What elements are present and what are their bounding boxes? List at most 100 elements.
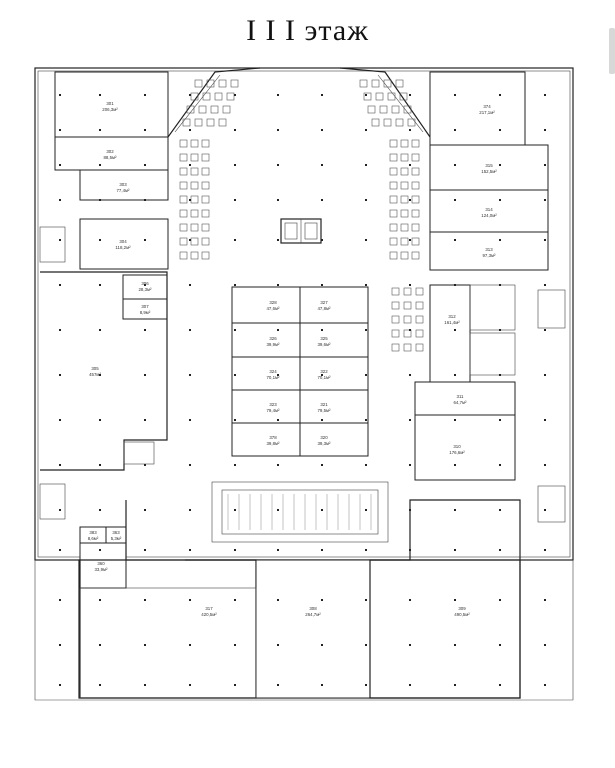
column — [277, 684, 279, 686]
room-area-320: 39,3м² — [317, 441, 331, 446]
table — [201, 139, 210, 148]
room-317[interactable] — [79, 587, 257, 699]
column — [409, 374, 411, 376]
room-322[interactable] — [299, 356, 369, 391]
column — [189, 239, 191, 241]
table — [179, 139, 188, 148]
column — [544, 164, 546, 166]
column — [144, 284, 146, 286]
column — [409, 164, 411, 166]
table — [182, 118, 191, 127]
column — [144, 94, 146, 96]
room-307[interactable] — [122, 298, 168, 320]
room-309[interactable] — [369, 499, 521, 699]
room-number-309: 309 — [458, 606, 466, 611]
table — [198, 105, 207, 114]
room-360[interactable] — [79, 542, 127, 589]
table — [403, 343, 412, 352]
column — [189, 509, 191, 511]
room-374[interactable] — [429, 71, 526, 146]
scrollbar[interactable] — [609, 28, 615, 74]
room-area-313: 97,3м² — [482, 253, 496, 258]
column — [321, 599, 323, 601]
column — [59, 464, 61, 466]
room-328[interactable] — [231, 286, 301, 324]
room-304[interactable] — [79, 218, 169, 270]
table — [359, 79, 368, 88]
stair-center-left — [123, 441, 155, 465]
room-325[interactable] — [299, 322, 369, 358]
room-area-374: 217,1м² — [479, 110, 495, 115]
room-302[interactable] — [54, 136, 169, 171]
room-labels: 301206,3м²30288,5м²30377,4м²304118,2м²30… — [88, 101, 498, 617]
column — [321, 129, 323, 131]
table — [400, 167, 409, 176]
column — [144, 599, 146, 601]
column — [544, 374, 546, 376]
table — [222, 105, 231, 114]
room-313[interactable] — [429, 231, 549, 271]
room-number-325: 325 — [320, 336, 328, 341]
column — [454, 684, 456, 686]
column — [144, 164, 146, 166]
column — [365, 284, 367, 286]
table — [210, 105, 219, 114]
table — [411, 209, 420, 218]
table — [411, 167, 420, 176]
table — [186, 105, 195, 114]
table — [179, 153, 188, 162]
room-324[interactable] — [231, 356, 301, 391]
room-area-303: 77,4м² — [116, 188, 130, 193]
table — [389, 195, 398, 204]
room-group-left — [40, 71, 169, 471]
column — [409, 284, 411, 286]
table — [389, 209, 398, 218]
room-314[interactable] — [429, 189, 549, 233]
column — [59, 549, 61, 551]
column — [499, 164, 501, 166]
column — [499, 239, 501, 241]
room-321[interactable] — [299, 389, 369, 424]
column — [99, 374, 101, 376]
column — [409, 129, 411, 131]
column — [277, 374, 279, 376]
room-320[interactable] — [299, 422, 369, 457]
room-area-310: 176,6м² — [449, 450, 465, 455]
room-312[interactable] — [429, 284, 471, 383]
room-area-301: 206,3м² — [102, 107, 118, 112]
column — [544, 419, 546, 421]
room-area-327: 47,8м² — [317, 306, 331, 311]
room-area-314: 124,0м² — [481, 213, 497, 218]
column — [499, 129, 501, 131]
column — [365, 549, 367, 551]
room-315[interactable] — [429, 144, 549, 191]
column — [544, 199, 546, 201]
room-323[interactable] — [231, 389, 301, 424]
table — [190, 223, 199, 232]
table — [194, 79, 203, 88]
column — [321, 684, 323, 686]
room-number-363: 363 — [112, 530, 120, 535]
room-308[interactable] — [255, 559, 371, 699]
room-305[interactable] — [40, 271, 168, 471]
room-378[interactable] — [231, 422, 301, 457]
column — [277, 129, 279, 131]
room-310[interactable] — [414, 414, 516, 481]
room-number-378: 378 — [269, 435, 277, 440]
room-326[interactable] — [231, 322, 301, 358]
table — [201, 153, 210, 162]
table — [383, 79, 392, 88]
central-rooms — [231, 286, 369, 457]
table — [363, 92, 372, 101]
column — [365, 684, 367, 686]
room-327[interactable] — [299, 286, 369, 324]
table — [391, 315, 400, 324]
column — [454, 94, 456, 96]
table — [179, 195, 188, 204]
room-303[interactable] — [79, 169, 169, 201]
column — [454, 549, 456, 551]
room-number-326: 326 — [269, 336, 277, 341]
room-311[interactable] — [414, 381, 516, 416]
column — [544, 239, 546, 241]
column — [99, 599, 101, 601]
